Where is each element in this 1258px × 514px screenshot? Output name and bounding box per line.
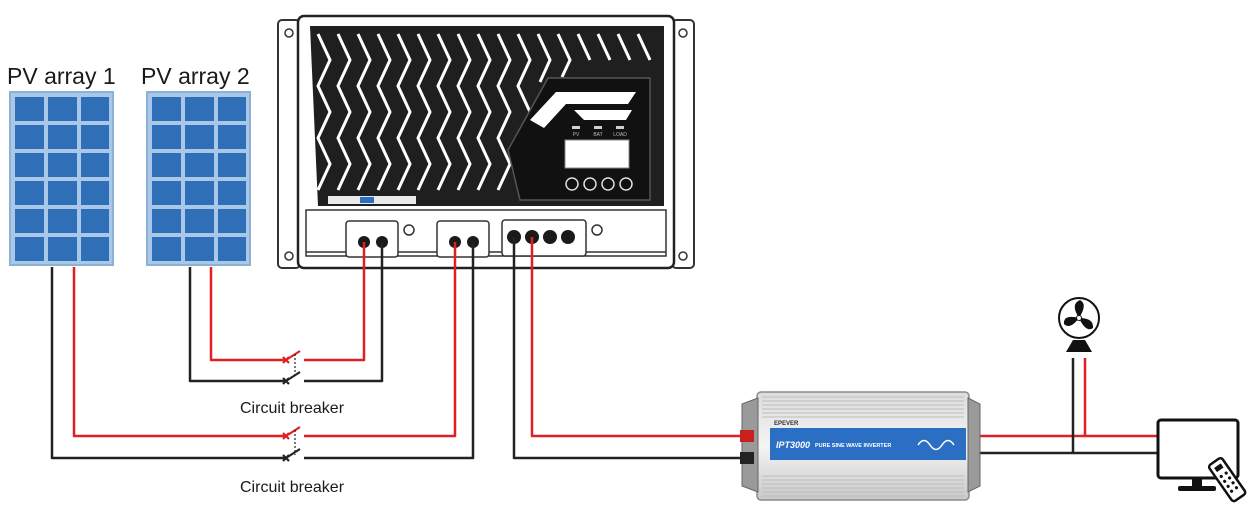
pv1-negative-wire [50, 267, 286, 460]
controller-button-escape[interactable] [565, 177, 579, 191]
pv1-terminal-block [345, 220, 399, 258]
pv-array-2 [146, 91, 251, 266]
controller-to-inverter-negative [512, 237, 742, 460]
circuit-breaker-1 [282, 350, 301, 385]
inverter-right-endcap [967, 397, 981, 493]
fan-base [1066, 340, 1092, 352]
output-terminal-4 [561, 230, 575, 244]
controller-to-inverter-positive [530, 237, 742, 438]
inverter-brand: EPEVER [774, 421, 799, 427]
inverter-left-endcap [741, 397, 759, 493]
pv-array-2-label: PV array 2 [141, 63, 250, 89]
indicator-label-bat: BAT [593, 132, 602, 138]
sine-wave-icon [917, 439, 955, 451]
inverter-dc-negative-terminal [740, 452, 754, 464]
controller-button-enter[interactable] [619, 177, 633, 191]
controller-left-flange [277, 19, 301, 269]
output-terminal-3 [543, 230, 557, 244]
inverter: EPEVER IPT3000 PURE SINE WAVE INVERTER [740, 391, 981, 501]
pv1-positive-wire [72, 267, 286, 438]
charge-controller: PV BAT LOAD [277, 14, 695, 270]
indicator-led-pv [572, 126, 580, 129]
indicator-label-pv: PV [573, 132, 580, 138]
pv2-terminal-block [436, 220, 490, 258]
circuit-breaker-2-label: Circuit breaker [240, 479, 345, 496]
inverter-label-band [770, 428, 966, 460]
pv-array-2-cells [152, 97, 246, 261]
inverter-model: IPT3000 [776, 440, 810, 450]
circuit-breaker-2 [282, 426, 301, 462]
breaker1-to-controller-positive [304, 242, 366, 362]
indicator-led-bat [594, 126, 602, 129]
breaker1-to-controller-negative [304, 242, 384, 383]
pv2-positive-wire [209, 267, 286, 362]
controller-button-up[interactable] [583, 177, 597, 191]
remote-control-icon [1207, 456, 1247, 503]
fan-icon [1058, 297, 1100, 352]
wiring [50, 237, 1160, 460]
breaker2-to-controller-positive [304, 242, 457, 438]
controller-lcd-screen [564, 139, 630, 169]
inverter-tagline: PURE SINE WAVE INVERTER [815, 443, 891, 449]
indicator-led-load [616, 126, 624, 129]
tv-stand-neck [1192, 478, 1202, 486]
pv2-negative-wire [188, 267, 286, 383]
controller-button-down[interactable] [601, 177, 615, 191]
heatsink-fins [316, 33, 652, 191]
inverter-dc-positive-terminal [740, 430, 754, 442]
indicator-label-load: LOAD [613, 132, 627, 138]
breaker2-to-controller-negative [304, 242, 475, 460]
tv-stand-base [1178, 486, 1216, 491]
pv-array-1 [9, 91, 114, 266]
controller-right-flange [671, 19, 695, 269]
inverter-fins-bottom [762, 475, 964, 497]
circuit-breaker-1-label: Circuit breaker [240, 400, 345, 417]
inverter-fins-top [762, 396, 964, 418]
controller-logo-mark [530, 92, 636, 128]
pv-array-1-cells [15, 97, 109, 261]
pv-array-1-label: PV array 1 [7, 63, 116, 89]
